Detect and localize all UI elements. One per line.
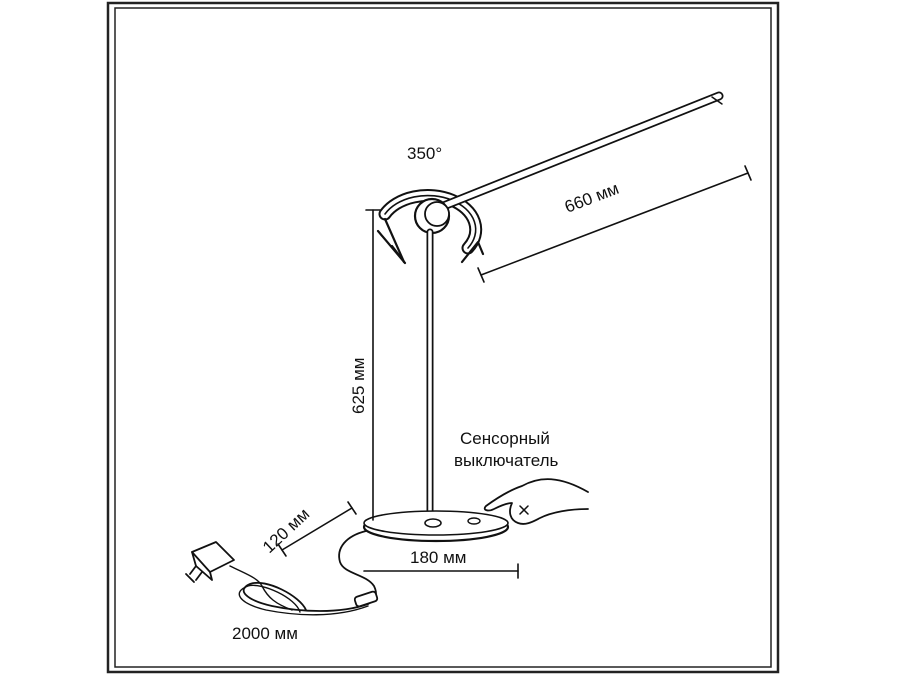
lamp-joint	[413, 197, 451, 235]
cable-length-label: 2000 мм	[232, 624, 298, 643]
power-adapter-icon	[185, 541, 235, 583]
pointing-hand-icon	[483, 478, 589, 525]
rotation-angle-label: 350°	[407, 144, 443, 163]
height-label: 625 мм	[349, 357, 368, 414]
base-diameter-dimension	[363, 563, 519, 579]
base-height-dimension	[277, 501, 357, 557]
base-diameter-label: 180 мм	[410, 548, 467, 567]
lamp-arm	[431, 91, 724, 214]
touch-switch-label-line1: Сенсорный	[460, 429, 550, 448]
lamp-base	[362, 510, 510, 543]
inline-switch-icon	[353, 590, 379, 608]
power-cable	[229, 530, 377, 616]
frame-inner-border	[114, 7, 772, 668]
height-dimension	[365, 209, 381, 521]
touch-switch-label-line2: выключатель	[454, 451, 559, 470]
frame-outer-border	[106, 1, 780, 674]
arm-length-dimension	[477, 165, 752, 283]
